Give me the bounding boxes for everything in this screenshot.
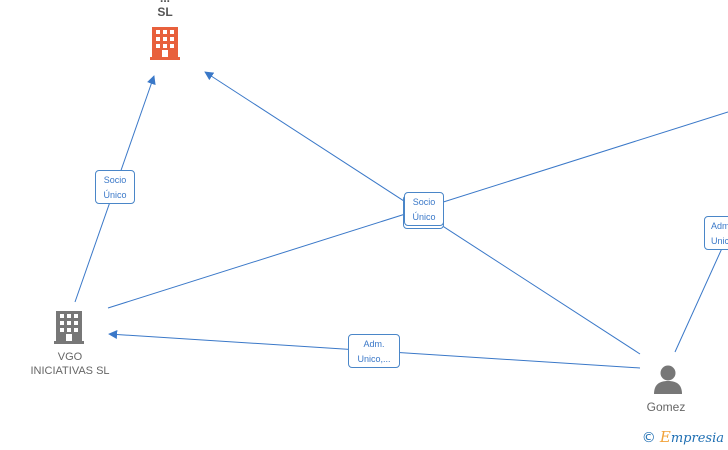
- top-company-label[interactable]: ... SL: [110, 0, 220, 19]
- brand-name: mpresia: [670, 431, 724, 446]
- vgo-name-line1: VGO: [57, 351, 83, 363]
- edge-label-adm-unic-right[interactable]: Adm Unic: [704, 216, 728, 250]
- edge-label-adm-unico[interactable]: Adm. Unico,...: [348, 334, 400, 368]
- brand-initial: E: [659, 428, 671, 446]
- edge-label-line2: Unic: [711, 236, 728, 246]
- gomez-name-line2: ...: [626, 414, 706, 420]
- edge-gomez-to-right: [674, 234, 728, 353]
- edge-label-line2: Unico,...: [357, 354, 391, 364]
- edge-label-line1: Socio: [103, 175, 127, 185]
- vgo-company-label[interactable]: VGO INICIATIVAS SL: [20, 350, 120, 378]
- edge-label-line1: Adm: [711, 221, 728, 231]
- edge-label-line2: Único: [412, 212, 436, 222]
- gomez-name-line1: Gomez: [646, 400, 686, 414]
- edge-label-socio-unico-center[interactable]: Socio Único: [404, 192, 444, 226]
- edge-label-line2: Único: [103, 190, 127, 200]
- top-company-name-line1: ...: [110, 0, 220, 5]
- edge-label-socio-unico[interactable]: Socio Único: [95, 170, 135, 204]
- vgo-name-line2: INICIATIVAS SL: [30, 365, 110, 377]
- empresia-watermark: © Empresia: [642, 428, 724, 446]
- top-company-name-line2: SL: [157, 5, 173, 19]
- copyright-icon: ©: [641, 430, 656, 446]
- gomez-person-label[interactable]: Gomez ...: [626, 400, 706, 420]
- building-icon[interactable]: [150, 27, 180, 60]
- building-icon[interactable]: [54, 311, 84, 344]
- edge-label-line1: Adm.: [363, 339, 385, 349]
- edge-label-line1: Socio: [412, 197, 436, 207]
- person-icon[interactable]: [654, 365, 682, 395]
